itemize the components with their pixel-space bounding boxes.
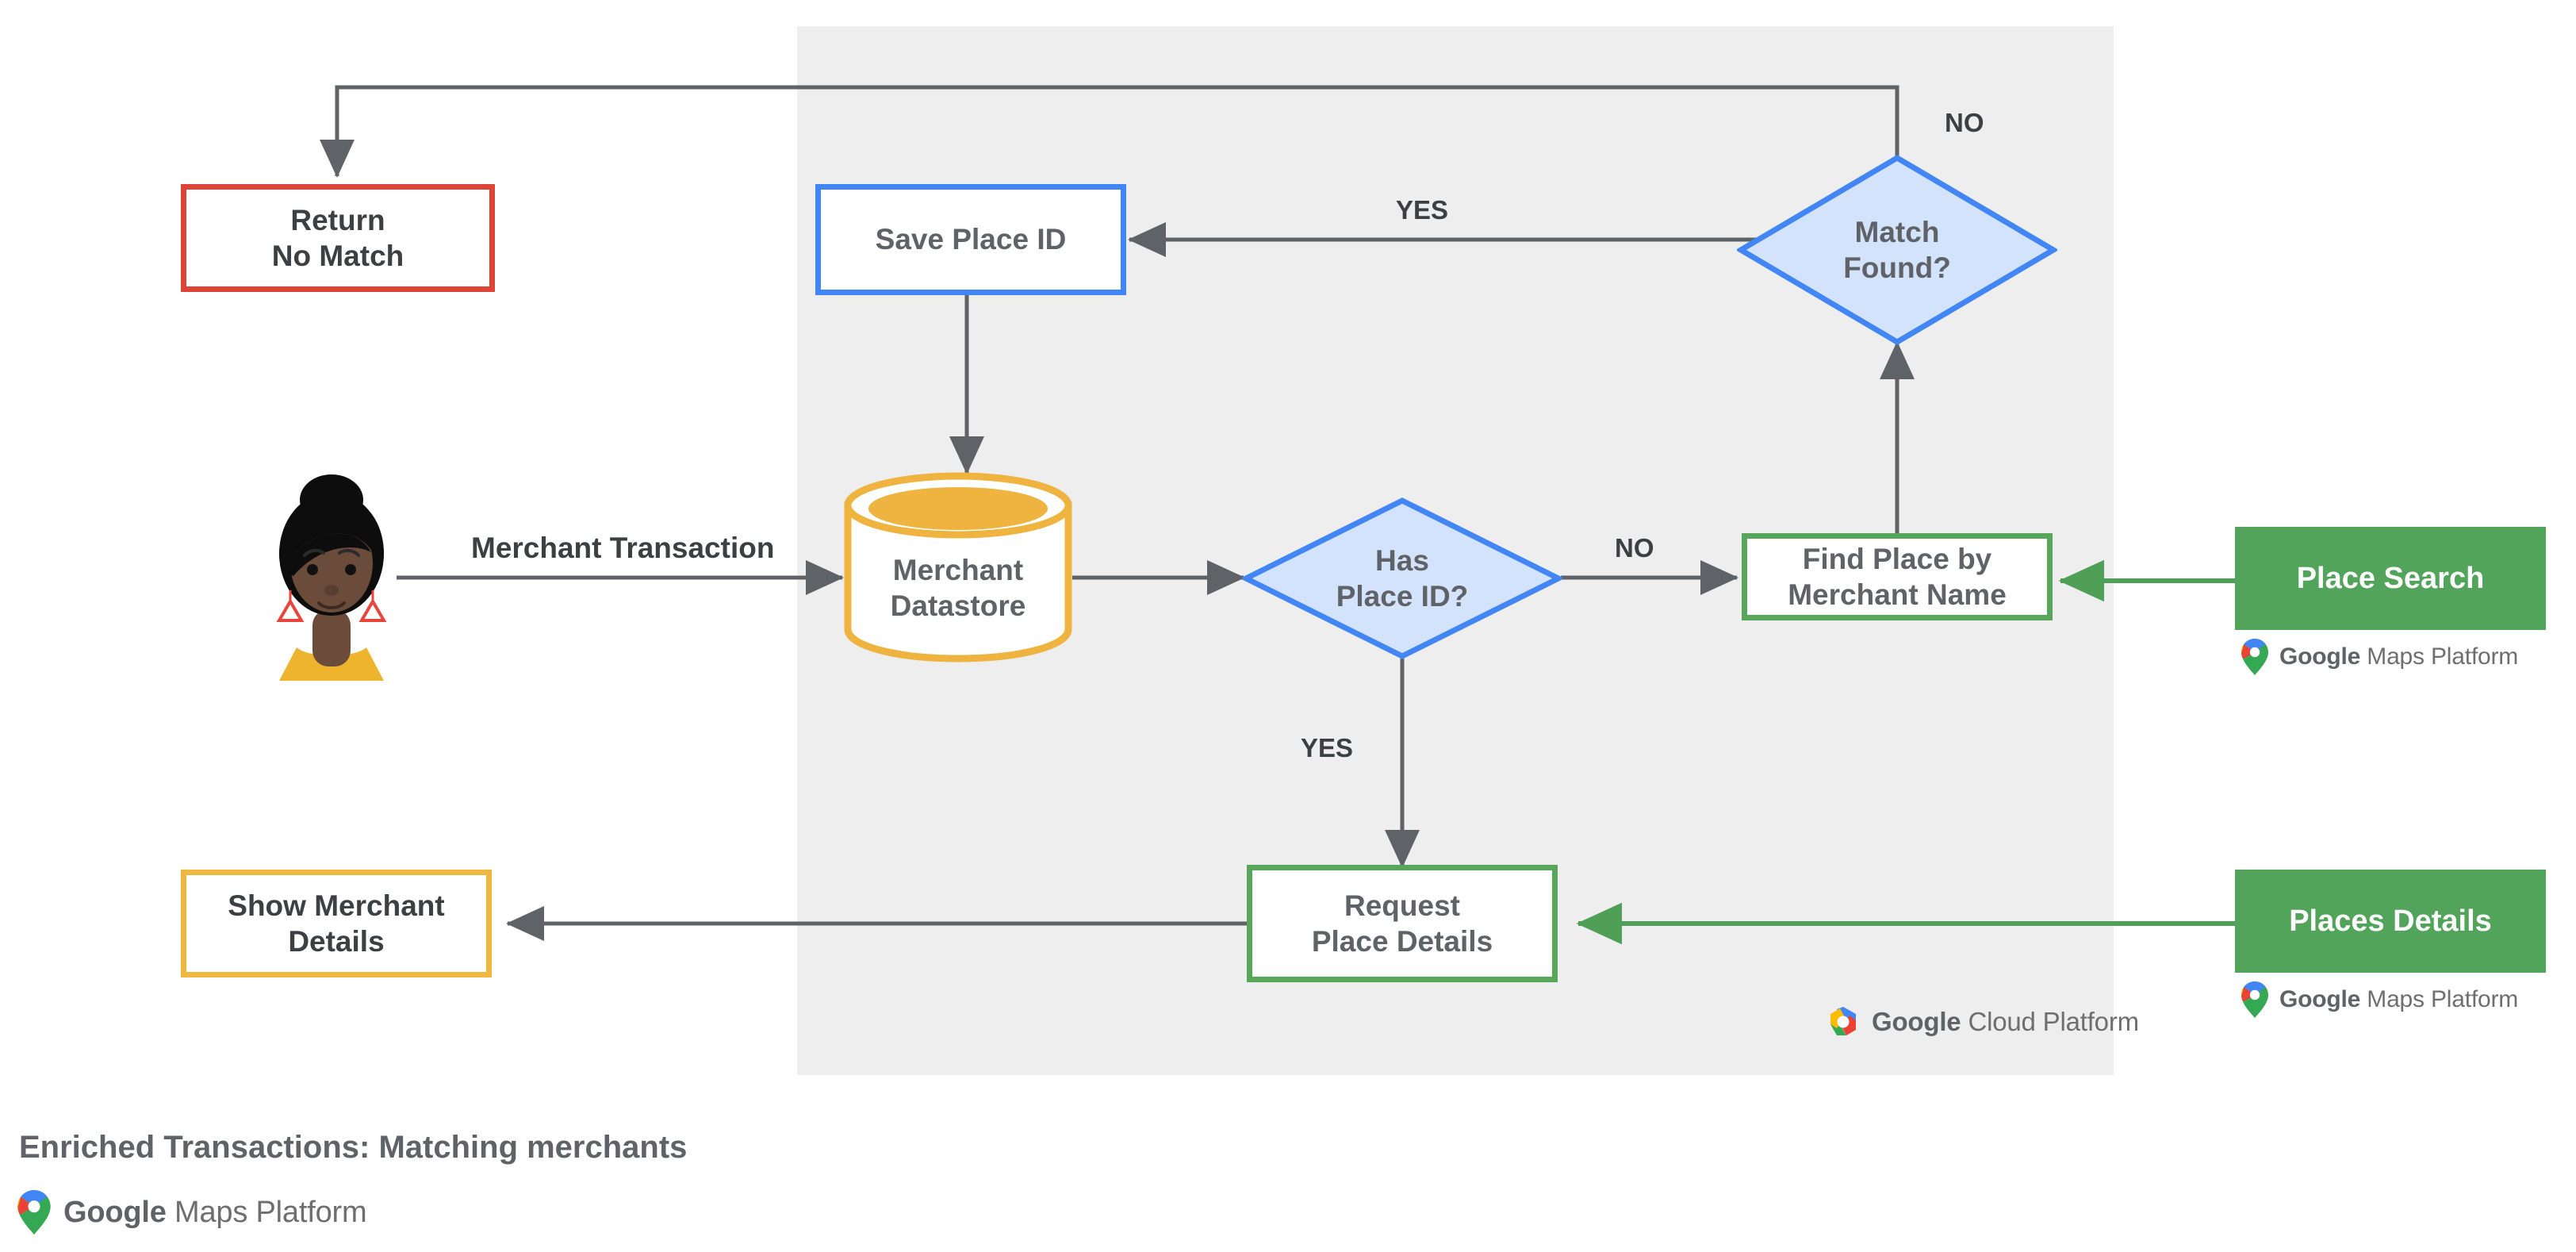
logo-text-cloud-platform: Google Cloud Platform bbox=[1872, 1007, 2139, 1037]
node-merchant-datastore[interactable]: Merchant Datastore bbox=[842, 470, 1074, 665]
logo-text-google: Google bbox=[2279, 986, 2361, 1012]
footer-google-maps-platform-logo: Google Maps Platform bbox=[17, 1190, 367, 1235]
logo-text-maps-platform: Google Maps Platform bbox=[2279, 986, 2518, 1013]
google-maps-platform-logo-place-search: Google Maps Platform bbox=[2241, 639, 2518, 675]
node-match-found-decision[interactable]: Match Found? bbox=[1737, 154, 2057, 346]
google-maps-pin-icon bbox=[2241, 639, 2268, 675]
edge-label-has-place-id-no: NO bbox=[1615, 533, 1654, 563]
logo-text-suffix: Maps Platform bbox=[174, 1195, 367, 1229]
node-has-place-id-decision[interactable]: Has Place ID? bbox=[1242, 497, 1562, 660]
logo-text-google: Google bbox=[63, 1195, 167, 1229]
edge-label-merchant-transaction: Merchant Transaction bbox=[471, 532, 775, 564]
logo-text-suffix: Cloud Platform bbox=[1968, 1007, 2139, 1036]
logo-text-google: Google bbox=[1872, 1007, 1961, 1036]
google-cloud-hexagon-icon bbox=[1830, 1007, 1856, 1035]
diagram-caption: Enriched Transactions: Matching merchant… bbox=[19, 1130, 688, 1165]
cylinder-shape bbox=[844, 472, 1072, 662]
google-maps-pin-icon bbox=[2241, 981, 2268, 1018]
logo-text-maps-platform: Google Maps Platform bbox=[2279, 643, 2518, 670]
node-request-place-details[interactable]: Request Place Details bbox=[1247, 865, 1558, 982]
button-place-search[interactable]: Place Search bbox=[2235, 527, 2546, 630]
button-places-details[interactable]: Places Details bbox=[2235, 870, 2546, 973]
logo-text-suffix: Maps Platform bbox=[2367, 986, 2519, 1012]
avatar-illustration bbox=[276, 474, 387, 681]
merchant-customer-avatar bbox=[260, 459, 403, 681]
logo-text-maps-platform: Google Maps Platform bbox=[63, 1195, 367, 1230]
node-save-place-id[interactable]: Save Place ID bbox=[815, 184, 1126, 295]
logo-text-google: Google bbox=[2279, 643, 2361, 670]
google-cloud-platform-logo: Google Cloud Platform bbox=[1826, 1006, 2139, 1038]
logo-text-suffix: Maps Platform bbox=[2367, 643, 2519, 670]
google-maps-pin-icon bbox=[17, 1190, 51, 1235]
node-show-merchant-details[interactable]: Show Merchant Details bbox=[181, 870, 492, 977]
edge-label-match-found-no: NO bbox=[1945, 108, 1984, 137]
node-find-place-by-merchant-name[interactable]: Find Place by Merchant Name bbox=[1742, 533, 2053, 620]
node-return-no-match[interactable]: Return No Match bbox=[181, 184, 495, 292]
edge-label-has-place-id-yes: YES bbox=[1301, 733, 1354, 762]
diamond-shape bbox=[1242, 497, 1562, 659]
diamond-shape bbox=[1737, 154, 2057, 346]
edge-label-match-found-yes: YES bbox=[1396, 195, 1449, 225]
google-maps-platform-logo-places-details: Google Maps Platform bbox=[2241, 981, 2518, 1018]
